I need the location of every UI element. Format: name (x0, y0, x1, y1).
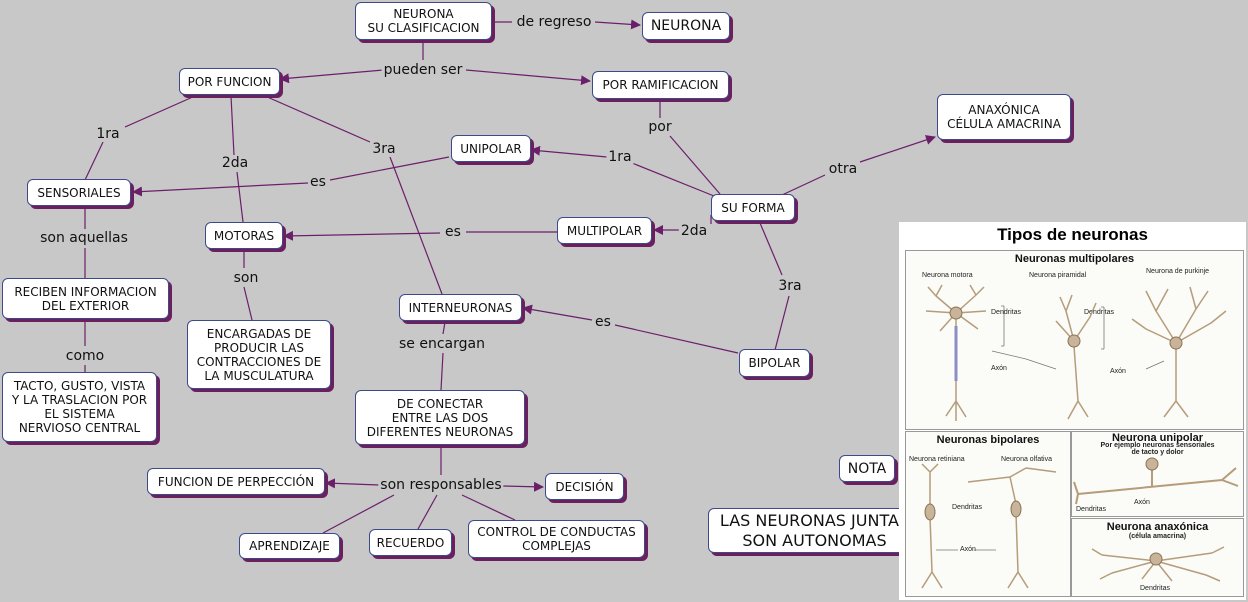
label-axon-3: Axón (960, 546, 976, 553)
bipolar-neurons-drawing (921, 463, 1057, 589)
node-por-funcion[interactable]: POR FUNCION (179, 68, 280, 95)
unipolar-neuron-drawing (1073, 457, 1239, 505)
multipolar-neurons-drawing (925, 284, 1227, 421)
link-label-1ra-unipolar: 1ra (606, 149, 634, 165)
node-reciben-informacion[interactable]: RECIBEN INFORMACION DEL EXTERIOR (2, 278, 169, 319)
link-label-2da-multipolar: 2da (678, 223, 710, 239)
node-neurona-clasificacion[interactable]: NEURONA SU CLASIFICACION (355, 2, 492, 40)
node-su-forma[interactable]: SU FORMA (711, 194, 795, 221)
label-axon-1: Axón (991, 365, 1007, 372)
link-label-es-motoras: es (443, 224, 463, 240)
neuron-types-figure: Tipos de neuronas Neuronas multipolares … (899, 222, 1246, 600)
label-dendritas-1: Dendritas (991, 309, 1021, 316)
node-de-conectar[interactable]: DE CONECTAR ENTRE LAS DOS DIFERENTES NEU… (355, 390, 525, 445)
node-sensoriales[interactable]: SENSORIALES (27, 179, 131, 206)
node-recuerdo[interactable]: RECUERDO (369, 529, 452, 556)
link-label-se-encargan: se encargan (397, 336, 487, 352)
link-label-son-responsables: son responsables (378, 477, 504, 493)
label-dendritas-3: Dendritas (952, 504, 982, 511)
label-unipolar-sub: Por ejemplo neuronas sensoriales de tact… (1100, 442, 1215, 456)
link-label-de-regreso: de regreso (514, 14, 594, 30)
link-label-pueden-ser: pueden ser (381, 62, 465, 78)
panel-unipolar: Neurona unipolar Por ejemplo neuronas se… (1071, 431, 1244, 517)
label-axon-4: Axón (1134, 499, 1150, 506)
panel-anaxonica-title: Neurona anaxónica (1106, 521, 1209, 533)
link-label-como: como (63, 348, 107, 364)
label-dendritas-5: Dendritas (1140, 585, 1170, 592)
node-neuronas-juntas[interactable]: LAS NEURONAS JUNTAS SON AUTONOMAS (708, 508, 921, 553)
link-label-1ra-sensoriales: 1ra (94, 126, 122, 142)
link-label-es-interneuronas: es (593, 314, 613, 330)
panel-bipolares-title: Neuronas bipolares (936, 434, 1040, 446)
node-aprendizaje[interactable]: APRENDIZAJE (239, 533, 340, 559)
node-por-ramificacion[interactable]: POR RAMIFICACION (592, 71, 729, 99)
node-anaxonica[interactable]: ANAXÓNICA CÉLULA AMACRINA (937, 94, 1071, 140)
link-label-por: por (646, 119, 674, 135)
label-neurona-olfativa: Neurona olfativa (1001, 456, 1052, 463)
link-label-otra: otra (826, 161, 860, 177)
node-encargadas[interactable]: ENCARGADAS DE PRODUCIR LAS CONTRACCIONES… (187, 320, 331, 389)
node-bipolar[interactable]: BIPOLAR (739, 349, 810, 377)
node-multipolar[interactable]: MULTIPOLAR (557, 217, 652, 244)
label-neurona-purkinje: Neurona de purkinje (1146, 268, 1210, 275)
link-label-3ra-bipolar: 3ra (776, 278, 804, 294)
node-unipolar[interactable]: UNIPOLAR (451, 135, 531, 162)
panel-anaxonica: Neurona anaxónica (célula amacrina) Dend… (1071, 518, 1244, 597)
label-neurona-retiniana: Neurona retiniana (909, 456, 965, 463)
panel-multipolares: Neuronas multipolares Neurona motora Neu… (905, 250, 1244, 430)
anaxonic-neuron-drawing (1091, 546, 1225, 582)
link-label-2da-motoras: 2da (219, 155, 251, 171)
label-dendritas-2: Dendritas (1084, 309, 1114, 316)
node-neurona[interactable]: NEURONA (642, 12, 730, 40)
panel-multipolares-title: Neuronas multipolares (1014, 253, 1135, 265)
node-interneuronas[interactable]: INTERNEURONAS (399, 294, 522, 321)
label-axon-2: Axón (1110, 368, 1126, 375)
figure-title: Tipos de neuronas (997, 225, 1148, 244)
node-control-conductas[interactable]: CONTROL DE CONDUCTAS COMPLEJAS (468, 520, 645, 558)
label-dendritas-4: Dendritas (1076, 506, 1106, 513)
node-tacto-gusto-vista[interactable]: TACTO, GUSTO, VISTA Y LA TRASLACION POR … (2, 372, 157, 442)
label-neurona-piramidal: Neurona piramidal (1029, 272, 1087, 279)
node-nota[interactable]: NOTA (839, 455, 895, 482)
label-anaxonica-sub: (célula amacrina) (1128, 533, 1187, 540)
link-label-3ra-interneuronas: 3ra (370, 141, 398, 157)
node-funcion-perpeccion[interactable]: FUNCION DE PERPECCIÓN (147, 468, 325, 495)
link-label-es-sensoriales: es (308, 174, 328, 190)
link-label-son: son (231, 270, 261, 286)
node-decision[interactable]: DECISIÓN (545, 473, 624, 500)
panel-bipolares: Neuronas bipolares Neurona retiniana Neu… (905, 431, 1071, 597)
link-label-son-aquellas: son aquellas (38, 230, 130, 246)
label-neurona-motora: Neurona motora (922, 272, 973, 279)
node-motoras[interactable]: MOTORAS (205, 222, 283, 249)
panel-unipolar-title: Neurona unipolar (1111, 432, 1204, 444)
